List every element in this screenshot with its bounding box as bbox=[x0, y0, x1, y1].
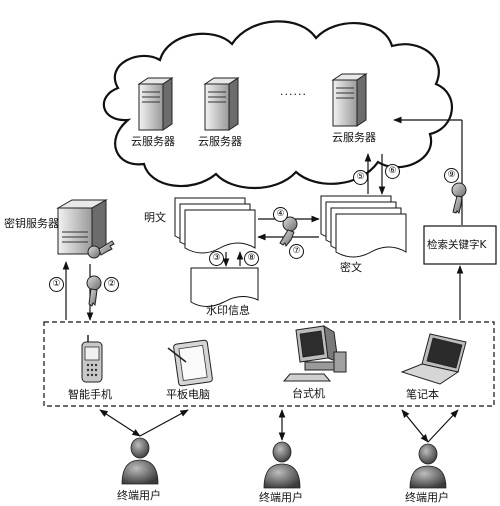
end-user-3-label: 终端用户 bbox=[405, 491, 449, 504]
watermark-document bbox=[190, 267, 259, 307]
key-server-icon bbox=[56, 199, 108, 255]
device-group-box bbox=[43, 321, 495, 407]
step-7-marker: ⑦ bbox=[289, 244, 304, 259]
cloud-server-3-label: 云服务器 bbox=[332, 131, 376, 144]
end-user-2-label: 终端用户 bbox=[259, 491, 303, 504]
step-5-marker: ⑤ bbox=[353, 170, 368, 185]
laptop-icon bbox=[400, 333, 467, 385]
search-keyword-box bbox=[423, 225, 497, 265]
end-user-3-icon bbox=[409, 443, 447, 489]
step-3-marker: ③ bbox=[209, 251, 224, 266]
key-icon-encrypt bbox=[279, 216, 298, 248]
step-6-marker: ⑥ bbox=[385, 164, 400, 179]
cloud-server-2-label: 云服务器 bbox=[198, 135, 242, 148]
step-4-marker: ④ bbox=[273, 207, 288, 222]
step-2-marker: ② bbox=[104, 277, 119, 292]
cloud-server-1-icon bbox=[137, 77, 174, 131]
step-9-marker: ⑨ bbox=[444, 168, 459, 183]
step-8-marker: ⑧ bbox=[244, 251, 259, 266]
tablet-icon bbox=[167, 339, 213, 387]
smartphone-icon bbox=[81, 335, 103, 383]
cloud-server-1-label: 云服务器 bbox=[131, 135, 175, 148]
ellipsis-label: ...... bbox=[280, 85, 307, 98]
end-user-1-icon bbox=[121, 437, 159, 485]
cloud-server-2-icon bbox=[203, 77, 240, 131]
plaintext-documents bbox=[174, 197, 256, 254]
smartphone-label: 智能手机 bbox=[68, 388, 112, 401]
key-icon-server bbox=[87, 240, 115, 259]
end-user-2-icon bbox=[263, 441, 301, 489]
key-icon-step-2 bbox=[86, 275, 102, 307]
tablet-label: 平板电脑 bbox=[166, 388, 210, 401]
cloud-server-3-icon bbox=[331, 73, 368, 127]
search-keyword-label: 检索关键字K bbox=[427, 239, 487, 251]
plaintext-label: 明文 bbox=[144, 211, 166, 224]
step-1-marker: ① bbox=[49, 277, 64, 292]
key-server-label: 密钥服务器 bbox=[4, 217, 59, 230]
laptop-label: 笔记本 bbox=[406, 388, 439, 401]
key-icon-search bbox=[451, 182, 467, 214]
end-user-1-label: 终端用户 bbox=[117, 489, 161, 502]
ciphertext-documents bbox=[320, 195, 407, 258]
ciphertext-label: 密文 bbox=[340, 261, 362, 274]
desktop-label: 台式机 bbox=[292, 387, 325, 400]
cloud-shape bbox=[102, 20, 453, 190]
desktop-icon bbox=[282, 325, 347, 382]
watermark-info-label: 水印信息 bbox=[206, 304, 250, 317]
